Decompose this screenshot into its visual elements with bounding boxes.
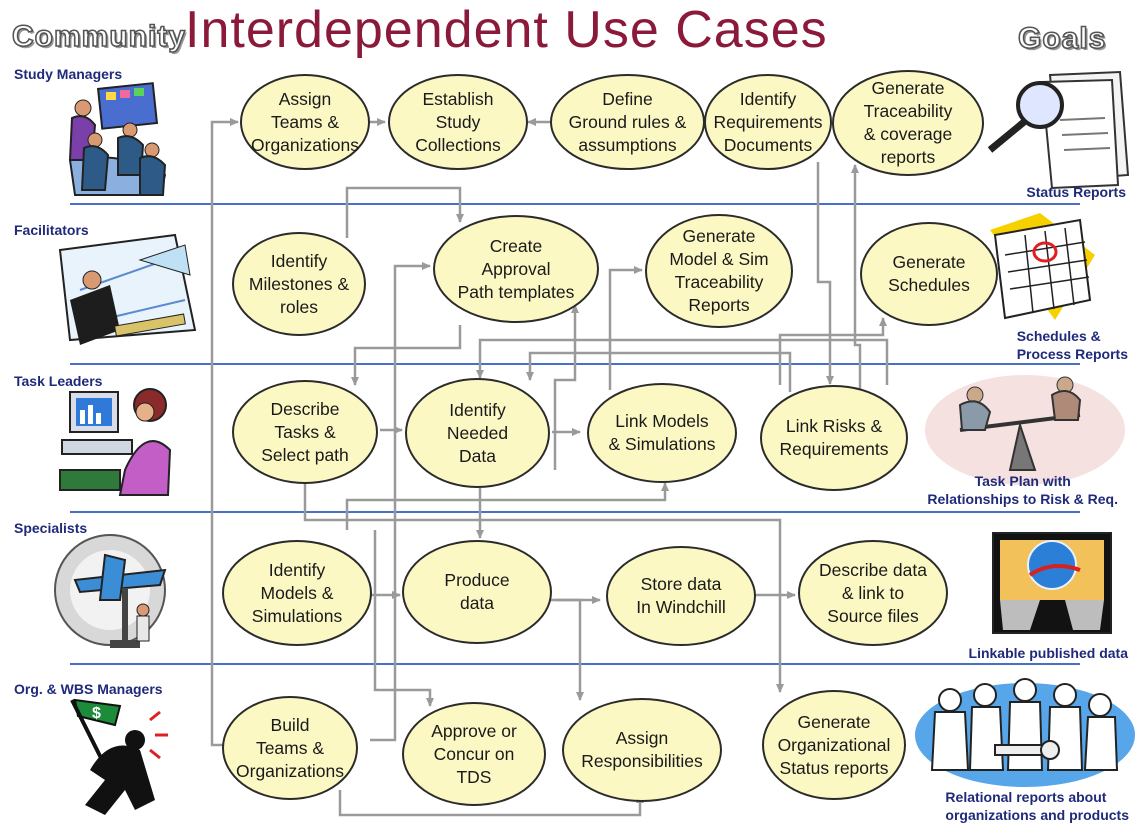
- goal-relational-reports: Relational reports about organizations a…: [945, 789, 1129, 823]
- node-create-approval[interactable]: Create Approval Path templates: [433, 215, 599, 323]
- node-generate-schedules[interactable]: Generate Schedules: [860, 222, 998, 326]
- node-label: Establish Study Collections: [415, 88, 501, 155]
- goal-task-plan: Task Plan with Relationships to Risk & R…: [927, 473, 1118, 507]
- goal-status-reports: Status Reports: [1026, 184, 1126, 200]
- node-label: Store data In Windchill: [636, 574, 726, 617]
- node-generate-traceability[interactable]: Generate Traceability & coverage reports: [832, 70, 984, 176]
- node-label: Approve or Concur on TDS: [431, 720, 517, 787]
- node-generate-org-status[interactable]: Generate Organizational Status reports: [762, 690, 906, 800]
- node-produce-data[interactable]: Produce data: [402, 540, 552, 644]
- node-label: Assign Teams & Organizations: [251, 88, 359, 155]
- node-label: Describe Tasks & Select path: [261, 398, 349, 465]
- node-label: Generate Organizational Status reports: [777, 711, 891, 778]
- node-identify-milestones[interactable]: Identify Milestones & roles: [232, 232, 366, 336]
- node-label: Identify Requirements Documents: [713, 88, 823, 155]
- connector: [553, 304, 579, 470]
- connector: [851, 164, 862, 395]
- node-build-teams[interactable]: Build Teams & Organizations: [222, 696, 358, 800]
- node-identify-models[interactable]: Identify Models & Simulations: [222, 540, 372, 646]
- role-task-leaders: Task Leaders: [14, 373, 103, 389]
- node-assign-responsibilities[interactable]: Assign Responsibilities: [562, 698, 722, 802]
- node-label: Generate Model & Sim Traceability Report…: [669, 226, 769, 315]
- node-link-risks[interactable]: Link Risks & Requirements: [760, 385, 908, 491]
- node-label: Build Teams & Organizations: [236, 714, 344, 781]
- connector: [303, 480, 784, 693]
- role-study-managers: Study Managers: [14, 66, 123, 82]
- connector: [351, 325, 462, 386]
- goal-linkable-published-data: Linkable published data: [968, 645, 1128, 661]
- node-label: Link Models & Simulations: [608, 411, 716, 454]
- node-label: Identify Milestones & roles: [248, 250, 350, 317]
- goal-schedules-process-reports: Schedules & Process Reports: [1016, 328, 1128, 362]
- node-identify-requirements[interactable]: Identify Requirements Documents: [704, 74, 832, 170]
- node-define-ground-rules[interactable]: Define Ground rules & assumptions: [550, 74, 705, 170]
- balance-businessmen-clipart-icon: [925, 375, 1125, 485]
- node-label: Link Risks & Requirements: [779, 416, 889, 459]
- node-label: Generate Schedules: [888, 252, 970, 295]
- connector: [338, 790, 644, 817]
- node-label: Generate Traceability & coverage reports: [863, 78, 953, 167]
- computer-user-clipart-icon: [59, 388, 172, 496]
- connector: [210, 118, 239, 747]
- flag-runner-clipart-icon: $: [70, 698, 168, 815]
- connector: [373, 530, 434, 707]
- magnifier-report-clipart-icon: [987, 70, 1130, 190]
- node-label: Produce data: [444, 570, 510, 613]
- node-approve-concur[interactable]: Approve or Concur on TDS: [402, 702, 546, 806]
- role-org-wbs-managers: Org. & WBS Managers: [14, 681, 163, 697]
- meeting-clipart-icon: [68, 82, 167, 196]
- lane-separators: [70, 203, 1080, 665]
- node-label: Create Approval Path templates: [457, 235, 575, 302]
- calendar-clipart-icon: [990, 213, 1095, 320]
- node-establish-study[interactable]: Establish Study Collections: [388, 74, 528, 170]
- node-describe-tasks[interactable]: Describe Tasks & Select path: [232, 380, 378, 484]
- connector: [476, 338, 889, 385]
- network-computers-clipart-icon: [992, 532, 1112, 634]
- connector: [555, 598, 584, 701]
- team-key-clipart-icon: [915, 678, 1135, 787]
- node-describe-data[interactable]: Describe data & link to Source files: [798, 540, 948, 646]
- node-link-models[interactable]: Link Models & Simulations: [587, 383, 737, 483]
- community-header: Community: [11, 19, 186, 54]
- connectors: [210, 118, 889, 817]
- drafting-clipart-icon: [58, 233, 197, 345]
- connector: [370, 262, 431, 742]
- connector: [345, 186, 464, 238]
- goals-header: Goals: [1017, 21, 1107, 56]
- node-store-data[interactable]: Store data In Windchill: [606, 546, 756, 646]
- role-facilitators: Facilitators: [14, 222, 89, 238]
- connector: [345, 482, 669, 530]
- connector: [526, 351, 792, 392]
- node-identify-needed-data[interactable]: Identify Needed Data: [405, 378, 550, 488]
- svg-text:$: $: [92, 705, 101, 722]
- node-assign-teams[interactable]: Assign Teams & Organizations: [240, 74, 370, 170]
- node-label: Identify Models & Simulations: [251, 559, 343, 626]
- role-specialists: Specialists: [14, 520, 88, 536]
- node-generate-model-sim[interactable]: Generate Model & Sim Traceability Report…: [645, 214, 793, 328]
- airplane-model-clipart-icon: [54, 534, 167, 648]
- page-title: Interdependent Use Cases: [185, 1, 828, 59]
- connector: [816, 162, 834, 385]
- node-label: Assign Responsibilities: [581, 728, 703, 771]
- connector: [778, 317, 887, 385]
- node-label: Define Ground rules & assumptions: [568, 88, 687, 155]
- connector: [608, 266, 643, 390]
- node-label: Identify Needed Data: [446, 399, 509, 466]
- node-label: Describe data & link to Source files: [819, 559, 927, 626]
